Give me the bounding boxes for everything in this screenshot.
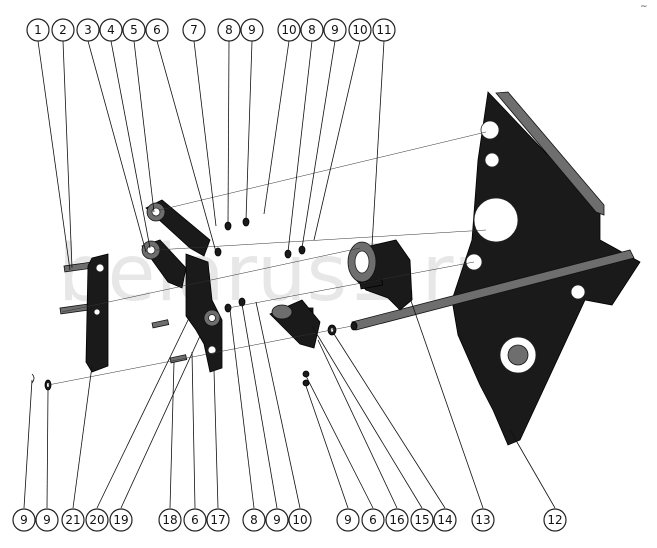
- callout-top-8a: 8: [217, 18, 241, 42]
- callout-bottom-10: 10: [288, 508, 312, 532]
- parts-drawing: [31, 91, 641, 446]
- callout-top-9a: 9: [240, 18, 264, 42]
- svg-text:10: 10: [281, 23, 296, 37]
- svg-text:6: 6: [153, 23, 161, 37]
- svg-text:20: 20: [89, 513, 104, 527]
- callout-top-11: 11: [372, 18, 396, 42]
- svg-text:8: 8: [308, 23, 316, 37]
- part-13-shaft: [350, 249, 635, 331]
- callout-bottom-8: 8: [242, 508, 266, 532]
- callout-bottom-9d: 9: [336, 508, 360, 532]
- callout-bottom-6a: 6: [183, 508, 207, 532]
- callout-bottom-19: 19: [109, 508, 133, 532]
- callouts-bottom-row: 9 9 21 20 19 18 6 17 8 9 10 9 6 16 15 14…: [12, 508, 567, 532]
- part-19-pin: [151, 319, 170, 329]
- part-11-bushing: [347, 239, 413, 311]
- callout-bottom-20: 20: [85, 508, 109, 532]
- part-18-pin: [169, 354, 188, 364]
- callout-bottom-16: 16: [385, 508, 409, 532]
- callout-top-10b: 10: [348, 18, 372, 42]
- callout-top-3: 3: [76, 18, 100, 42]
- svg-text:19: 19: [113, 513, 128, 527]
- svg-text:4: 4: [107, 23, 115, 37]
- svg-text:13: 13: [475, 513, 490, 527]
- callout-top-1: 1: [26, 18, 50, 42]
- svg-text:9: 9: [248, 23, 256, 37]
- svg-text:6: 6: [191, 513, 199, 527]
- svg-text:10: 10: [352, 23, 367, 37]
- callout-bottom-14: 14: [433, 508, 457, 532]
- part-6-small-ring: [302, 370, 310, 378]
- svg-text:5: 5: [130, 23, 138, 37]
- svg-text:17: 17: [210, 513, 225, 527]
- part-21-link-bar: [85, 253, 109, 373]
- svg-text:6: 6: [369, 513, 377, 527]
- callout-bottom-13: 13: [471, 508, 495, 532]
- callout-bottom-9b: 9: [35, 508, 59, 532]
- callout-bottom-15: 15: [410, 508, 434, 532]
- svg-text:21: 21: [65, 513, 80, 527]
- callout-top-9b: 9: [323, 18, 347, 42]
- svg-text:1: 1: [34, 23, 42, 37]
- svg-text:7: 7: [190, 23, 198, 37]
- callout-bottom-6b: 6: [361, 508, 385, 532]
- svg-text:12: 12: [547, 513, 562, 527]
- callouts-top-row: 1 2 3 4 5 6 7 8 9 10 8 9 10 11: [26, 18, 396, 42]
- callout-bottom-12: 12: [543, 508, 567, 532]
- svg-text:14: 14: [437, 513, 452, 527]
- svg-text:10: 10: [292, 513, 307, 527]
- part-12-housing-plate: [451, 91, 641, 446]
- callout-top-6: 6: [145, 18, 169, 42]
- svg-text:15: 15: [414, 513, 429, 527]
- assembly-guide-lines: [47, 131, 487, 386]
- svg-text:11: 11: [376, 23, 391, 37]
- callout-top-5: 5: [122, 18, 146, 42]
- leader-lines: [23, 40, 556, 509]
- callout-top-2: 2: [51, 18, 75, 42]
- svg-text:9: 9: [344, 513, 352, 527]
- callout-bottom-9c: 9: [265, 508, 289, 532]
- callout-top-4: 4: [99, 18, 123, 42]
- svg-text:9: 9: [331, 23, 339, 37]
- callout-bottom-18: 18: [158, 508, 182, 532]
- svg-text:9: 9: [273, 513, 281, 527]
- svg-text:18: 18: [162, 513, 177, 527]
- part-3-lever: [141, 239, 187, 289]
- callout-top-10a: 10: [277, 18, 301, 42]
- callout-bottom-9a: 9: [12, 508, 36, 532]
- svg-text:16: 16: [389, 513, 404, 527]
- svg-text:2: 2: [59, 23, 67, 37]
- svg-text:9: 9: [20, 513, 28, 527]
- callout-top-7: 7: [182, 18, 206, 42]
- svg-text:3: 3: [84, 23, 92, 37]
- svg-text:8: 8: [250, 513, 258, 527]
- corner-mark: ~: [640, 2, 648, 12]
- callout-top-8b: 8: [300, 18, 324, 42]
- callout-bottom-21: 21: [61, 508, 85, 532]
- svg-text:9: 9: [43, 513, 51, 527]
- callout-bottom-17: 17: [206, 508, 230, 532]
- svg-text:8: 8: [225, 23, 233, 37]
